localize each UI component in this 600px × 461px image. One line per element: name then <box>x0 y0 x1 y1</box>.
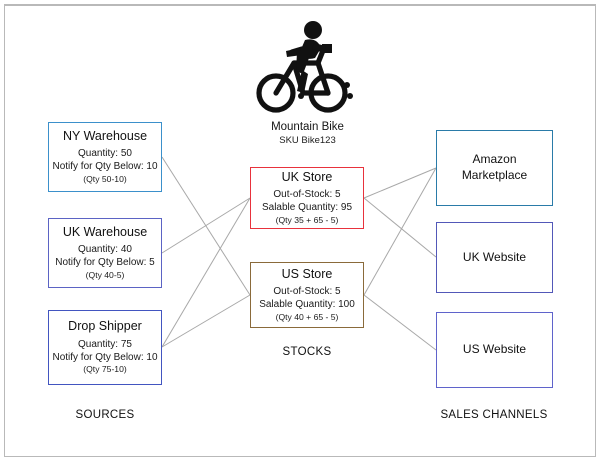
source-quantity: Quantity: 40 <box>78 244 132 256</box>
source-box-drop-shipper[interactable]: Drop Shipper Quantity: 75 Notify for Qty… <box>48 310 162 385</box>
source-notify-threshold: Notify for Qty Below: 10 <box>52 161 158 173</box>
source-title: Drop Shipper <box>68 319 142 334</box>
channel-title-line1: US Website <box>462 342 527 357</box>
channel-title-line1: Amazon <box>472 152 517 167</box>
channel-box-amazon-marketplace[interactable]: Amazon Marketplace <box>436 130 553 206</box>
source-title: UK Warehouse <box>62 224 148 239</box>
group-label-stocks: STOCKS <box>282 346 332 358</box>
channel-box-us-website[interactable]: US Website <box>436 312 553 388</box>
channel-title-line1: UK Website <box>462 249 527 264</box>
source-title: NY Warehouse <box>62 128 148 143</box>
source-formula: (Qty 40-5) <box>85 269 125 280</box>
stock-title: UK Store <box>281 169 333 184</box>
stock-box-us-store[interactable]: US Store Out-of-Stock: 5 Salable Quantit… <box>250 262 364 328</box>
product-name: Mountain Bike <box>271 121 344 133</box>
stock-out-of-stock: Out-of-Stock: 5 <box>273 189 341 201</box>
stock-box-uk-store[interactable]: UK Store Out-of-Stock: 5 Salable Quantit… <box>250 167 364 229</box>
stock-formula: (Qty 40 + 65 - 5) <box>275 311 339 322</box>
product-sku: SKU Bike123 <box>279 134 336 146</box>
stock-out-of-stock: Out-of-Stock: 5 <box>273 286 341 298</box>
source-notify-threshold: Notify for Qty Below: 5 <box>55 257 155 269</box>
channel-box-uk-website[interactable]: UK Website <box>436 222 553 293</box>
channel-title-line2: Marketplace <box>461 168 528 182</box>
stock-formula: (Qty 35 + 65 - 5) <box>275 214 339 225</box>
source-box-ny-warehouse[interactable]: NY Warehouse Quantity: 50 Notify for Qty… <box>48 122 162 192</box>
source-box-uk-warehouse[interactable]: UK Warehouse Quantity: 40 Notify for Qty… <box>48 218 162 288</box>
source-quantity: Quantity: 75 <box>78 338 132 350</box>
product-block: Mountain Bike SKU Bike123 <box>245 18 370 147</box>
source-formula: (Qty 75-10) <box>83 364 127 375</box>
mountain-bike-icon <box>255 21 353 113</box>
stock-salable-quantity: Salable Quantity: 95 <box>261 202 353 214</box>
source-formula: (Qty 50-10) <box>83 173 127 184</box>
group-label-sales-channels: SALES CHANNELS <box>440 409 548 421</box>
source-quantity: Quantity: 50 <box>78 148 132 160</box>
stock-title: US Store <box>281 266 333 281</box>
stock-salable-quantity: Salable Quantity: 100 <box>259 299 355 311</box>
group-label-sources: SOURCES <box>75 409 135 421</box>
source-notify-threshold: Notify for Qty Below: 10 <box>52 351 158 363</box>
